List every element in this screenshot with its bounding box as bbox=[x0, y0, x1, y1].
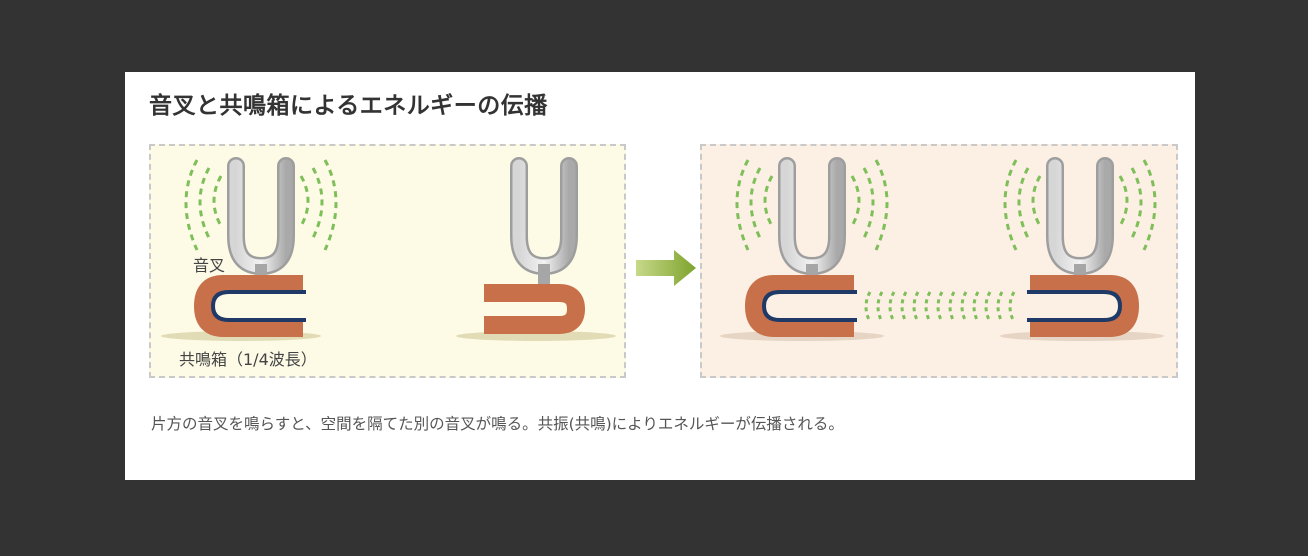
resonance-box-left bbox=[193, 275, 306, 337]
panel-after-drawing bbox=[720, 157, 1164, 341]
sound-waves-left-fork bbox=[184, 159, 338, 251]
panel-before: 音叉 共鳴箱（1/4波長） bbox=[149, 144, 626, 378]
tuning-fork-left bbox=[778, 157, 846, 288]
resonance-box-right bbox=[1027, 275, 1140, 337]
propagation-waves bbox=[864, 291, 1016, 323]
diagram-title: 音叉と共鳴箱によるエネルギーの伝播 bbox=[149, 93, 548, 119]
resonance-box-right bbox=[484, 284, 586, 334]
diagram-caption: 片方の音叉を鳴らすと、空間を隔てた別の音叉が鳴る。共振(共鳴)によりエネルギーが… bbox=[151, 415, 844, 433]
sound-waves-right-fork bbox=[1003, 159, 1157, 251]
diagram-card: 音叉と共鳴箱によるエネルギーの伝播 bbox=[125, 72, 1195, 480]
arrow-right-icon bbox=[636, 250, 696, 286]
panel-after bbox=[700, 144, 1178, 378]
tuning-fork-left bbox=[227, 157, 295, 288]
tuning-fork-right bbox=[510, 157, 578, 292]
resonance-box-left bbox=[744, 275, 857, 337]
tuning-fork-right bbox=[1046, 157, 1114, 288]
panel-before-drawing bbox=[161, 157, 616, 341]
tuning-fork-label: 音叉 bbox=[193, 256, 226, 275]
sound-waves-left-fork bbox=[735, 159, 889, 251]
resonance-box-label: 共鳴箱（1/4波長） bbox=[179, 350, 317, 369]
